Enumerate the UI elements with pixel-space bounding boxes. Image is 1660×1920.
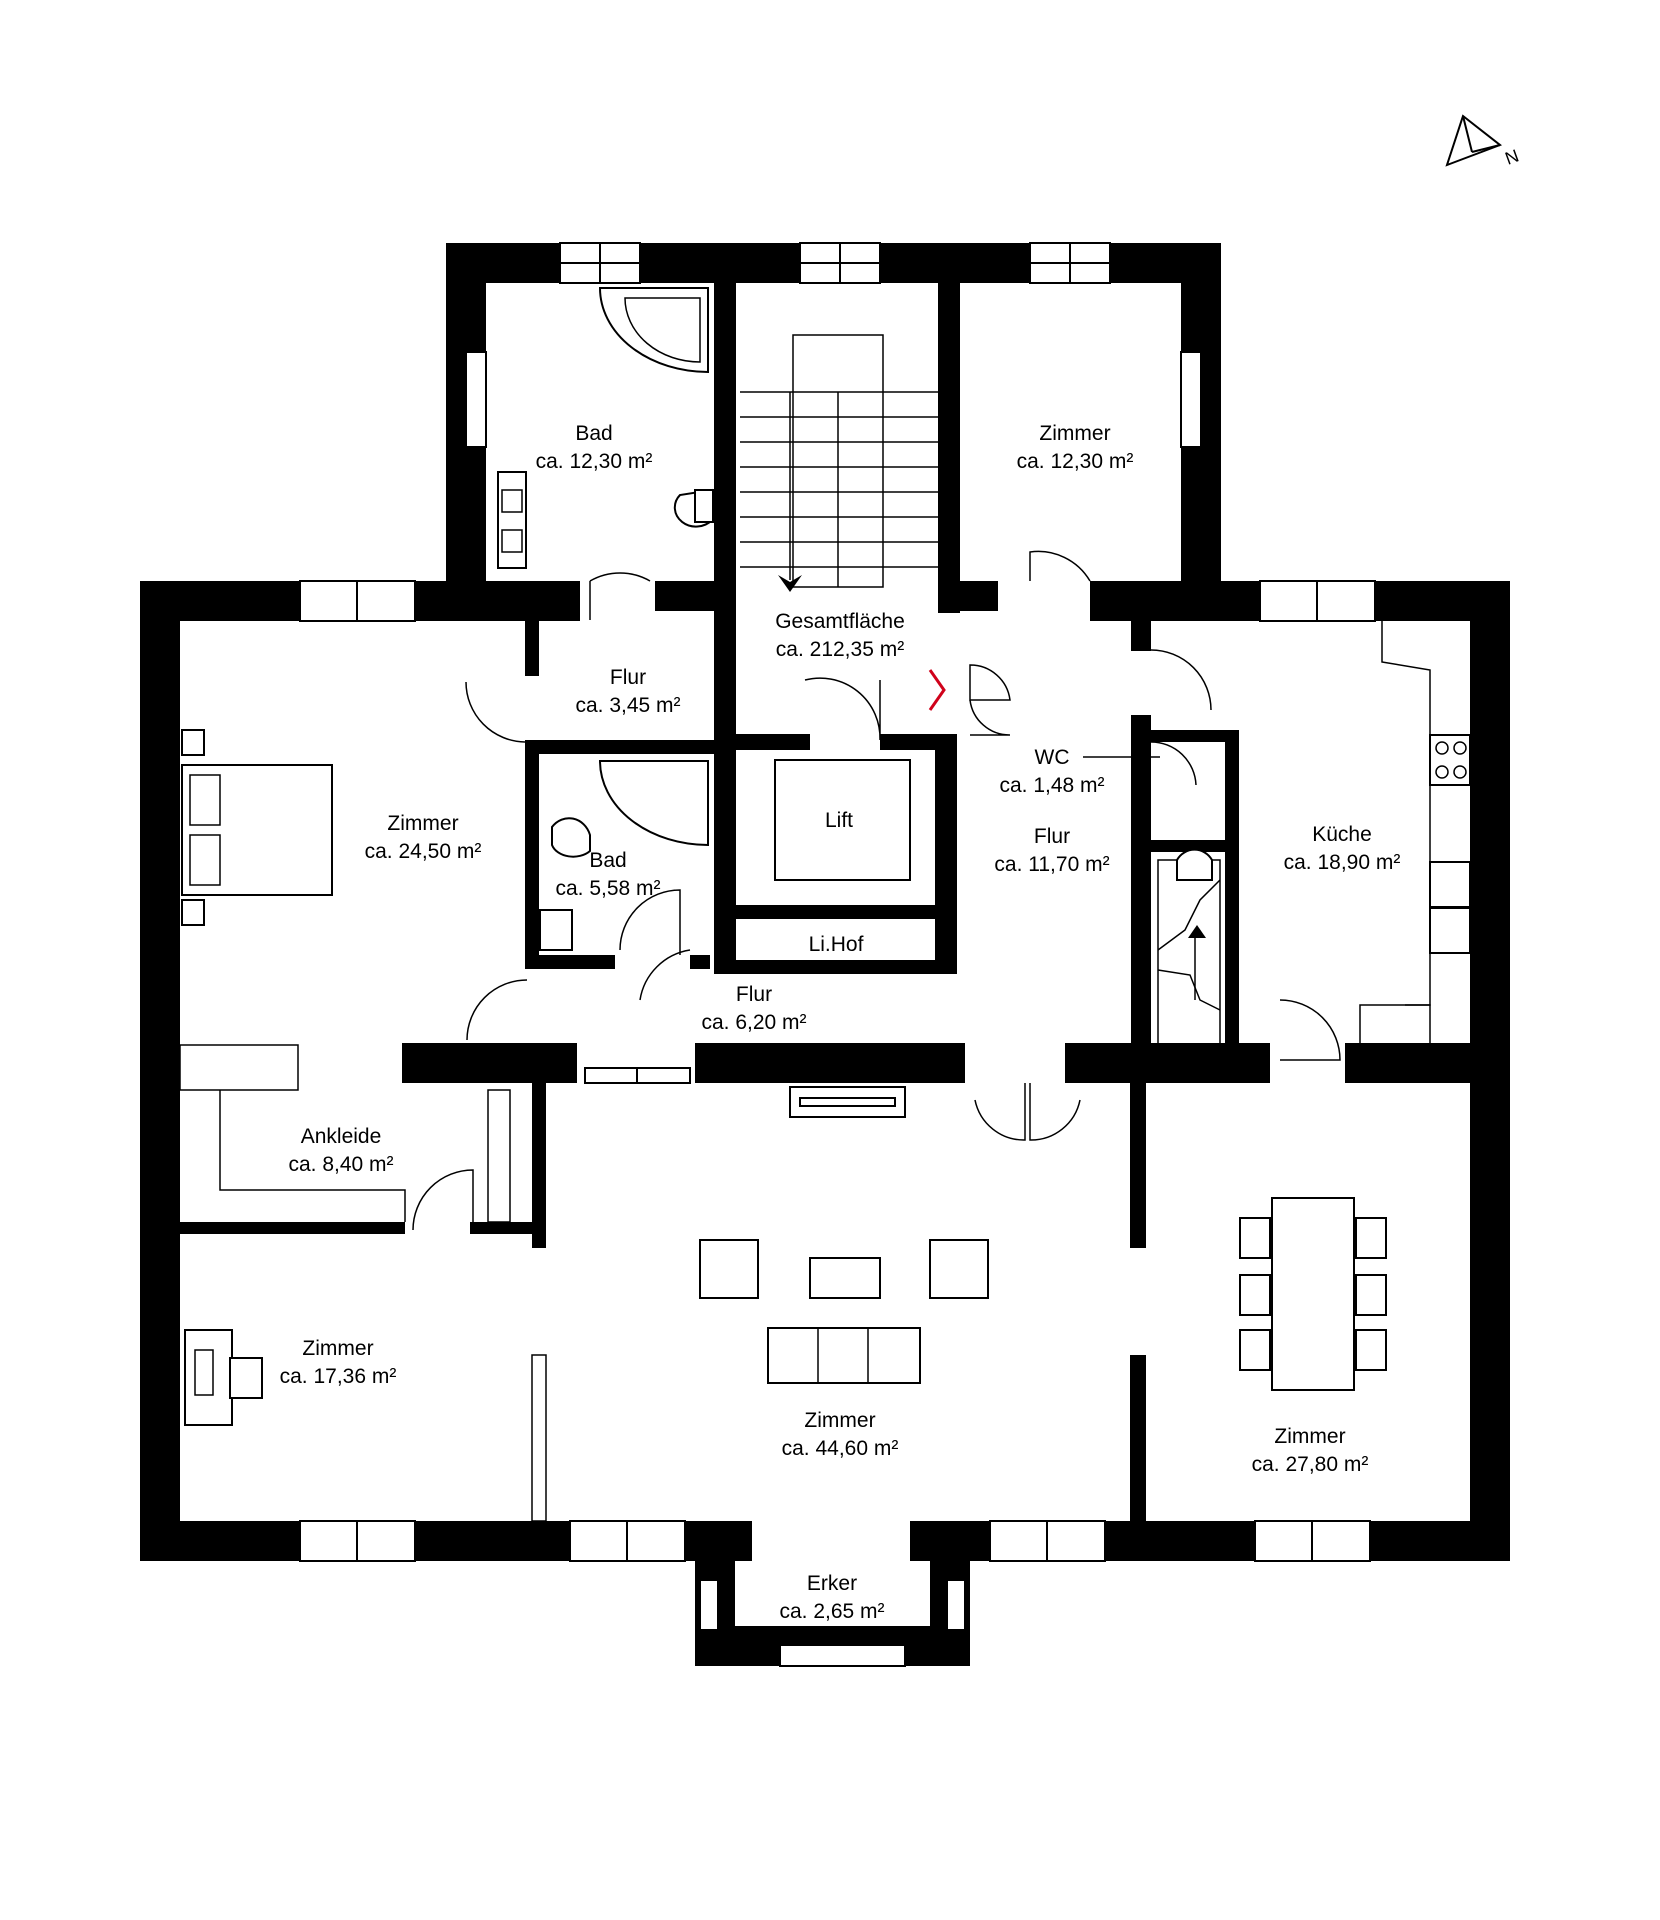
north-arrow-icon: N — [1445, 114, 1522, 169]
room-name-erker: Erker — [807, 1572, 857, 1595]
ankleide-wardrobe — [179, 1044, 511, 1223]
main-staircase — [740, 334, 938, 592]
windows — [299, 242, 1376, 1667]
room-labels: Bad ca. 12,30 m² Zimmer ca. 12,30 m² Ges… — [280, 422, 1401, 1623]
room-name-bad-small: Bad — [589, 849, 626, 872]
room-area-bad-top: ca. 12,30 m² — [536, 450, 653, 473]
room-area-bad-small: ca. 5,58 m² — [555, 877, 660, 900]
desk — [184, 1329, 263, 1426]
stair-arrow-icon — [778, 575, 802, 592]
room-name-zimmer-bed: Zimmer — [387, 812, 458, 835]
room-name-flur-mid: Flur — [736, 983, 772, 1006]
kitchen-counter — [1359, 621, 1471, 1046]
total-area: ca. 212,35 m² — [776, 638, 904, 661]
room-name-kueche: Küche — [1312, 823, 1372, 846]
room-name-zimmer-living: Zimmer — [804, 1409, 875, 1432]
room-area-ankleide: ca. 8,40 m² — [288, 1153, 393, 1176]
room-area-flur-mid: ca. 6,20 m² — [701, 1011, 806, 1034]
doors — [412, 550, 1341, 1231]
room-name-flur-small: Flur — [610, 666, 646, 689]
room-area-zimmer-bed: ca. 24,50 m² — [365, 840, 482, 863]
entrance-marker-icon — [928, 669, 946, 711]
room-name-lift: Lift — [825, 809, 853, 832]
total-title: Gesamtfläche — [775, 610, 905, 633]
secondary-staircase — [1157, 859, 1221, 1046]
room-name-ankleide: Ankleide — [301, 1125, 382, 1148]
room-name-lihof: Li.Hof — [809, 933, 864, 956]
room-area-zimmer-dining: ca. 27,80 m² — [1252, 1453, 1369, 1476]
room-area-zimmer-living: ca. 44,60 m² — [782, 1437, 899, 1460]
room-name-flur-main: Flur — [1034, 825, 1070, 848]
bed — [181, 729, 333, 926]
compass-label: N — [1502, 146, 1521, 169]
room-area-wc: ca. 1,48 m² — [999, 774, 1104, 797]
bath-fixtures — [497, 287, 1213, 951]
room-name-zimmer-office: Zimmer — [302, 1337, 373, 1360]
room-area-flur-main: ca. 11,70 m² — [994, 853, 1109, 876]
room-name-wc: WC — [1035, 746, 1070, 769]
stair-arrow-up-icon — [1188, 925, 1206, 938]
room-name-zimmer-dining: Zimmer — [1274, 1425, 1345, 1448]
room-area-kueche: ca. 18,90 m² — [1284, 851, 1401, 874]
living-furniture — [699, 1239, 989, 1384]
room-name-bad-top: Bad — [575, 422, 612, 445]
lift-cabin — [774, 759, 911, 881]
room-area-zimmer-top: ca. 12,30 m² — [1017, 450, 1134, 473]
interior-walls — [180, 283, 1510, 1522]
room-area-zimmer-office: ca. 17,36 m² — [280, 1365, 397, 1388]
dining-table — [1239, 1197, 1387, 1391]
room-name-zimmer-top: Zimmer — [1039, 422, 1110, 445]
room-area-erker: ca. 2,65 m² — [779, 1600, 884, 1623]
room-area-flur-small: ca. 3,45 m² — [575, 694, 680, 717]
